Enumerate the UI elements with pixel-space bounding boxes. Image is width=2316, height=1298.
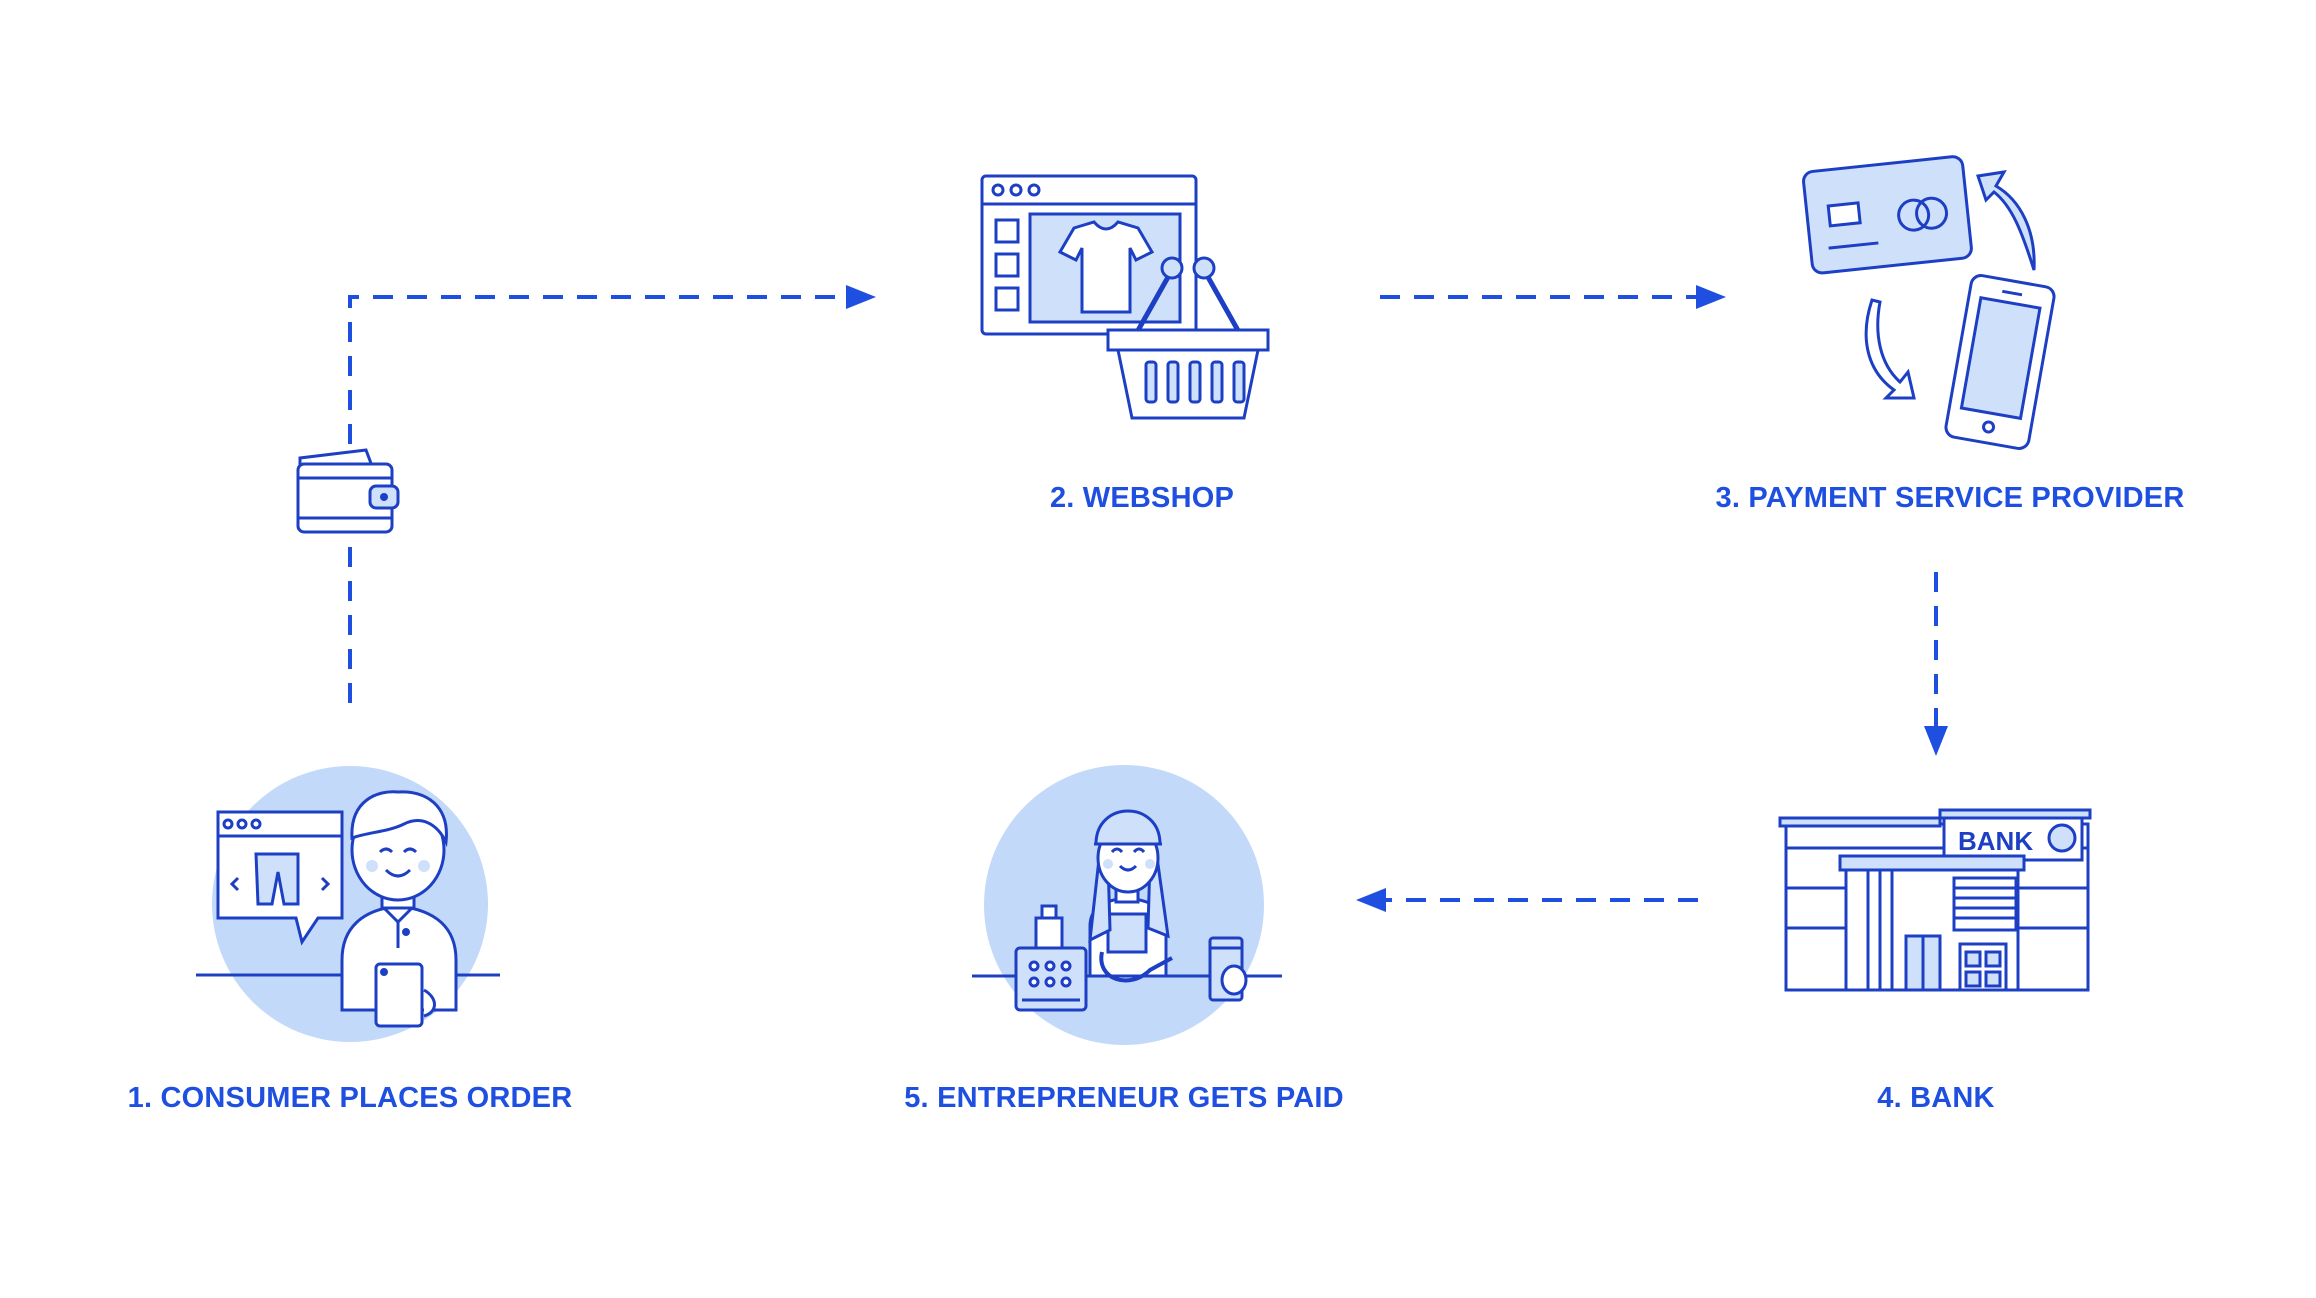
webshop-icon bbox=[980, 174, 1270, 420]
bank-sign-text: BANK bbox=[1958, 826, 2033, 856]
payment-provider-icon bbox=[1802, 155, 2056, 450]
connector-consumer-to-webshop bbox=[348, 295, 850, 703]
step-label-webshop: 2. WEBSHOP bbox=[1049, 482, 1235, 514]
arrowhead-to-psp bbox=[1696, 285, 1726, 309]
arrowhead-to-entrepreneur bbox=[1356, 888, 1386, 912]
step-label-payment-provider: 3. PAYMENT SERVICE PROVIDER bbox=[1715, 482, 2185, 514]
wallet-icon bbox=[296, 448, 400, 534]
step-label-consumer: 1. CONSUMER PLACES ORDER bbox=[127, 1082, 573, 1114]
consumer-icon bbox=[196, 766, 500, 1042]
step-label-entrepreneur: 5. ENTREPRENEUR GETS PAID bbox=[904, 1082, 1344, 1114]
bank-icon bbox=[1778, 808, 2092, 992]
arrowhead-to-bank bbox=[1924, 726, 1948, 756]
entrepreneur-icon bbox=[972, 765, 1282, 1045]
arrowhead-to-webshop bbox=[846, 285, 876, 309]
step-label-bank: 4. BANK bbox=[1877, 1082, 1995, 1114]
